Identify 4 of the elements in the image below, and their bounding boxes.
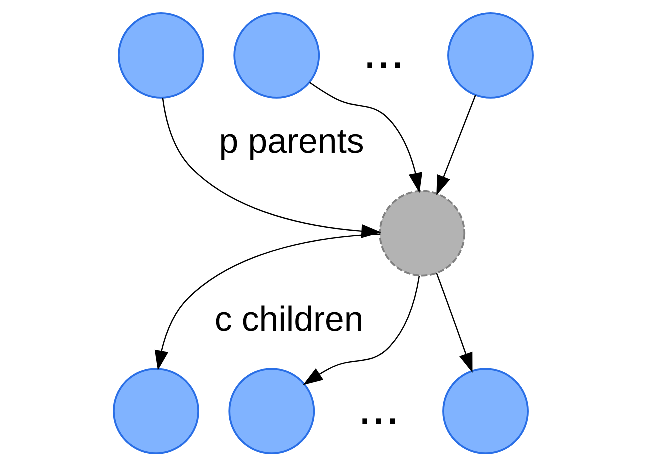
- label: ...: [358, 378, 400, 435]
- label: ...: [363, 23, 405, 80]
- label: p parents: [219, 122, 364, 162]
- label: c children: [214, 300, 364, 339]
